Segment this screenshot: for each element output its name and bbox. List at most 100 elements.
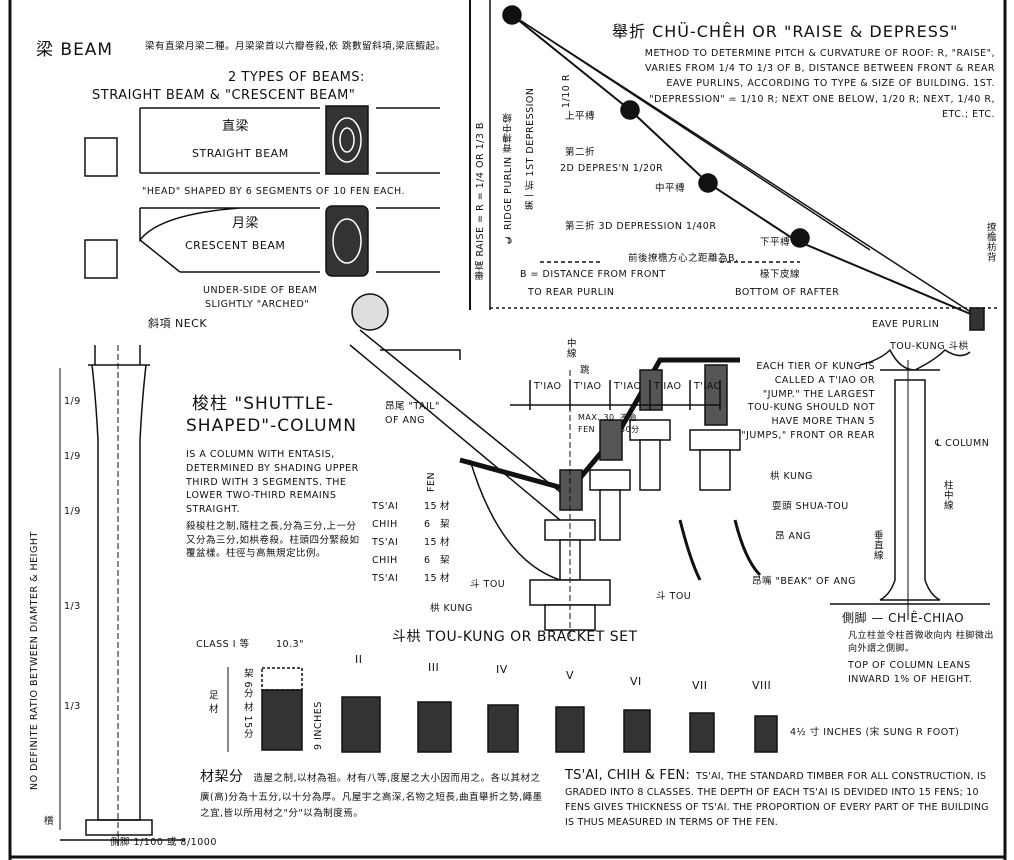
raise-title: 舉折 CHÜ-CHÊH OR "RAISE & DEPRESS" (612, 22, 959, 41)
class-numeral: II (355, 653, 363, 666)
column-center-label: ℄ COLUMN (935, 438, 990, 449)
row-cn: 材 (440, 537, 451, 548)
first-depression-label: 第一折 1ST DEPRESSION (525, 87, 536, 210)
batter-label: 側脚 1/100 或 8/1000 (110, 837, 217, 848)
tsai-paragraph: TS'AI, CHIH & FEN:TS'AI, THE STANDARD TI… (565, 766, 997, 830)
tiao-2: T'IAO (574, 381, 602, 392)
ratio-third-2: 1/3 (64, 701, 81, 712)
che-chiao-en-2: INWARD 1% OF HEIGHT. (848, 673, 973, 685)
row-name: CHIH (372, 555, 398, 566)
straight-beam-drawing (84, 105, 440, 177)
class-width: 10.3" (276, 639, 305, 650)
ratio-ninth-2: 1/9 (64, 451, 81, 462)
vertical-line-cn: 垂直線 (871, 530, 883, 560)
beam-title: 梁 BEAM (36, 40, 114, 60)
tiao-5: T'IAO (694, 381, 722, 392)
column-description-cn: 殺梭柱之制,隨柱之長,分為三分,上一分又分為三分,如栱卷殺。柱頭四分緊殺如覆盆樣… (186, 520, 360, 560)
rafter-cn-label: 椽下皮線 (760, 269, 801, 280)
row-name: CHIH (372, 519, 398, 530)
tiao-4: T'IAO (654, 381, 682, 392)
tiao-headers: T'IAO T'IAO T'IAO T'IAO T'IAO (534, 380, 734, 394)
column-description: IS A COLUMN WITH ENTASIS, DETERMINED BY … (186, 449, 359, 516)
column-title-1: 梭柱 "SHUTTLE- (192, 394, 335, 414)
che-chiao-cn: 凡立柱並令柱首微收向内 柱脚微出向外謂之側脚。 (848, 631, 994, 655)
jump-note: EACH TIER OF KUNG IS CALLED A T'IAO OR "… (741, 361, 875, 441)
cai-label: 材 15分 (241, 702, 253, 739)
ang-tail-label: 昂尾 "TAIL" OF ANG (385, 401, 440, 426)
tsai-text: TS'AI, THE STANDARD TIMBER FOR ALL CONST… (565, 771, 989, 828)
tenth-r-label: 1/10 R (561, 74, 572, 108)
class-numeral: IV (496, 663, 508, 676)
zu-cai-label: 足 材 (206, 690, 218, 714)
row-cn: 栔 (440, 519, 451, 530)
timber-class-sections (227, 667, 778, 753)
b-chinese-label: 前後撩檐方心之距離為B. (628, 253, 739, 264)
caiqi-text: 造屋之制,以材為祖。材有八等,度屋之大小因而用之。各以其材之廣(高)分為十五分,… (200, 773, 543, 819)
shuatou-label: 耍頭 SHUA-TOU (772, 501, 849, 512)
row-cn: 栔 (440, 555, 451, 566)
kung-left-label: 栱 KUNG (430, 603, 473, 614)
second-depression-cn: 第二折 (565, 147, 596, 158)
neck-label: 斜項 NECK (148, 317, 208, 330)
max-fen-en: MAX. 30 FEN (578, 413, 615, 434)
ratio-ninth-1: 1/9 (64, 396, 81, 407)
row-num: 6 (424, 555, 431, 566)
che-chiao-en-1: TOP OF COLUMN LEANS (848, 660, 971, 672)
beam-types-2: STRAIGHT BEAM & "CRESCENT BEAM" (92, 88, 356, 103)
underside-note-1: UNDER-SIDE OF BEAM (203, 285, 318, 296)
head-note: "HEAD" SHAPED BY 6 SEGMENTS OF 10 FEN EA… (142, 186, 406, 197)
beam-chinese-note: 梁有直梁月梁二種。月梁梁首以六瓣卷殺,依 跳數留斜項,梁底鰕起。 (145, 41, 446, 52)
shuttle-column-drawing (59, 345, 185, 845)
eave-back-label: 撩檐枋背 (984, 222, 996, 262)
center-line-label: 中線 (564, 338, 576, 358)
che-chiao-title: 側脚 — CH'Ê-CHIAO (842, 611, 965, 625)
column-base-label: 櫍 (44, 816, 55, 827)
b-definition-2: TO REAR PURLIN (528, 287, 615, 298)
ang-label: 昂 ANG (775, 531, 811, 542)
che-chiao-column-drawing (830, 348, 990, 620)
third-depression-label: 第三折 3D DEPRESSION 1/40R (565, 221, 717, 232)
caiqi-title: 材栔分 (200, 769, 244, 785)
ridge-purlin-label: ℄ RIDGE PURLIN 脊槫中線 (503, 112, 514, 245)
class-i-label: CLASS I 等 (196, 639, 250, 650)
crescent-beam-label: CRESCENT BEAM (185, 239, 286, 252)
tsai-title: TS'AI, CHIH & FEN: (565, 768, 691, 783)
ratio-third-1: 1/3 (64, 601, 81, 612)
bracket-set-drawing (349, 293, 762, 640)
second-depression-label: 2D DEPRES'N 1/20R (560, 163, 664, 174)
tou-left-label: 斗 TOU (470, 579, 506, 590)
column-title-2: SHAPED"-COLUMN (186, 416, 357, 436)
column-description-block: IS A COLUMN WITH ENTASIS, DETERMINED BY … (186, 448, 366, 561)
row-cn: 材 (440, 501, 451, 512)
row-name: TS'AI (372, 537, 399, 548)
smallest-class-size: 4½ 寸 INCHES (宋 SUNG R FOOT) (790, 727, 960, 738)
chih-label: 栔 6分 (241, 668, 253, 699)
kung-label: 栱 KUNG (770, 471, 813, 482)
straight-beam-label: STRAIGHT BEAM (192, 147, 289, 160)
che-chiao-block: 凡立柱並令柱首微收向内 柱脚微出向外謂之側脚。 TOP OF COLUMN LE… (848, 630, 998, 687)
upper-purlin-label: 上平槫 (565, 111, 596, 122)
crescent-beam-drawing (84, 205, 440, 279)
rafter-label: BOTTOM OF RAFTER (735, 287, 840, 298)
beak-label: 昂嘴 "BEAK" OF ANG (752, 576, 856, 587)
raise-label: 舉高 RAISE = R = 1/4 OR 1/3 B (475, 122, 486, 280)
row-num: 6 (424, 519, 431, 530)
class-numeral: VI (630, 675, 642, 688)
toukung-top-label: TOU-KUNG 斗栱 (890, 341, 969, 352)
row-name: TS'AI (372, 501, 399, 512)
class-numeral: V (566, 669, 575, 682)
class-numeral: VII (692, 679, 708, 692)
lower-purlin-label: 下平槫 (760, 237, 791, 248)
straight-beam-cn: 直梁 (222, 119, 250, 134)
tou-label: 斗 TOU (656, 591, 692, 602)
b-definition-1: B = DISTANCE FROM FRONT (520, 269, 666, 280)
tiao-1: T'IAO (534, 381, 562, 392)
caiqi-paragraph: 材栔分造屋之制,以材為祖。材有八等,度屋之大小因而用之。各以其材之廣(高)分為十… (200, 766, 545, 822)
toukung-title: 斗栱 TOU-KUNG OR BRACKET SET (392, 629, 638, 645)
